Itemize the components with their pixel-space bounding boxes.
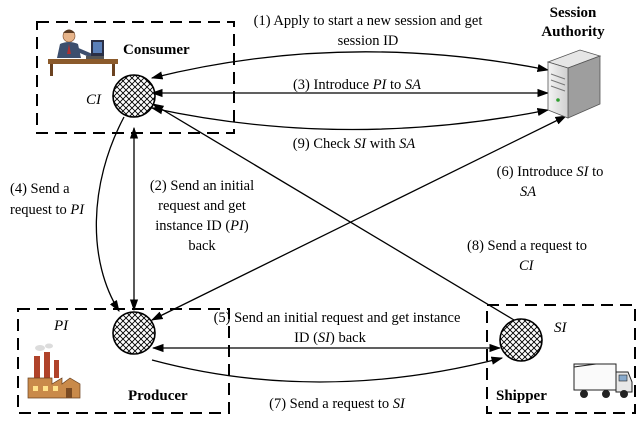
step-2-line4: back	[188, 238, 216, 254]
producer-instance-label: PI	[53, 318, 69, 334]
step-9-label: (9) Check SI with SA	[293, 136, 416, 152]
shipper-instance-node[interactable]	[499, 318, 543, 362]
step-2-line2: request and get	[158, 198, 246, 214]
consumer-label: Consumer	[123, 42, 190, 58]
factory-icon	[27, 343, 81, 399]
arrow-step-4	[95, 116, 125, 312]
step-5-line2: ID (SI) back	[294, 330, 366, 346]
step-1-line2: session ID	[338, 33, 399, 49]
step-3-label: (3) Introduce PI to SA	[293, 77, 421, 93]
arrow-step-1	[150, 51, 550, 80]
shipper-label: Shipper	[496, 388, 547, 404]
session-authority-label-line1: Session	[550, 5, 597, 21]
producer-label: Producer	[128, 388, 188, 404]
arrow-step-7	[151, 356, 504, 383]
step-4-line2: request to PI	[10, 202, 85, 218]
arrow-step-9	[150, 106, 550, 131]
shipper-box	[486, 304, 636, 414]
step-7-label: (7) Send a request to SI	[269, 396, 406, 412]
producer-box	[17, 308, 230, 414]
session-authority-label-line2: Authority	[541, 24, 605, 40]
arrow-step-8	[151, 103, 515, 321]
step-labels: (1) Apply to start a new session and get…	[10, 13, 603, 412]
step-6-line1: (6) Introduce SI to	[497, 164, 604, 180]
consumer-person-icon	[48, 29, 118, 76]
step-5-line1: (5) Send an initial request and get inst…	[214, 310, 461, 326]
server-icon	[546, 49, 602, 119]
producer-instance-node[interactable]	[112, 311, 156, 355]
step-2-line1: (2) Send an initial	[150, 178, 254, 194]
step-1-line1: (1) Apply to start a new session and get	[254, 13, 483, 29]
arrow-step-6	[150, 115, 568, 321]
step-8-line1: (8) Send a request to	[467, 238, 587, 254]
step-8-line2: CI	[519, 258, 535, 274]
truck-icon	[573, 363, 633, 398]
shipper-instance-label: SI	[554, 320, 568, 336]
step-4-line1: (4) Send a	[10, 181, 70, 197]
step-6-line2: SA	[520, 184, 536, 200]
consumer-instance-node[interactable]	[112, 74, 156, 118]
consumer-instance-label: CI	[86, 92, 102, 108]
step-2-line3: instance ID (PI)	[155, 218, 249, 234]
